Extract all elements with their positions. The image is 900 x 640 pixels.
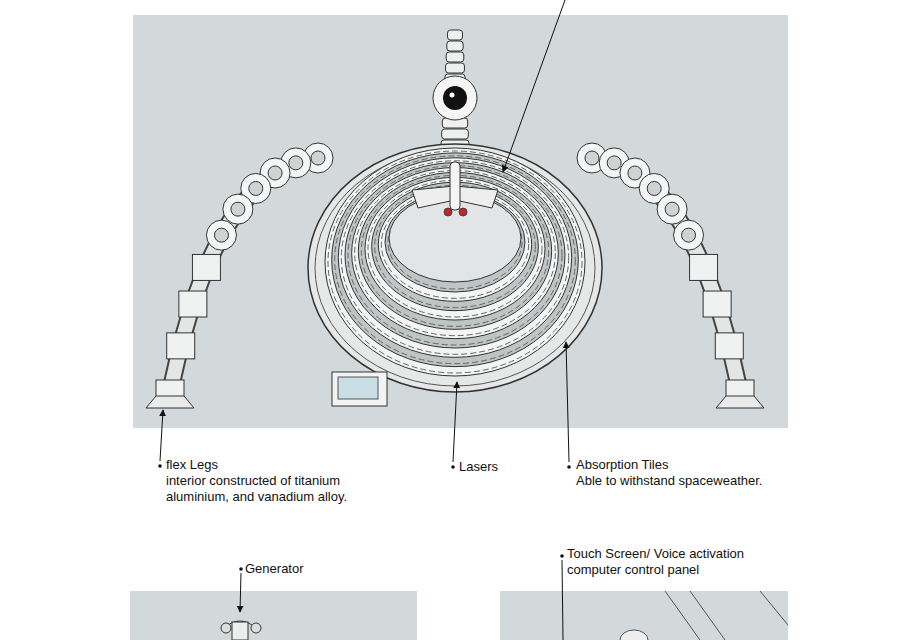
callout-label: interior constructed of titanium alumini… <box>166 473 371 505</box>
callout-label: Generator <box>245 561 365 577</box>
generator-box <box>332 372 387 406</box>
control-sketch <box>620 591 788 640</box>
flex-legs <box>146 143 764 408</box>
generator-panel <box>130 591 417 640</box>
control-panel <box>500 591 788 640</box>
ship <box>412 162 498 216</box>
tube <box>308 144 602 392</box>
callout-label: Able to withstand spaceweather. <box>576 473 806 489</box>
top-panel <box>133 15 788 428</box>
callout-label: Touch Screen/ Voice activation computer … <box>567 546 782 578</box>
callout-label: flex Legs <box>166 457 366 473</box>
spine <box>433 30 477 150</box>
bullets <box>158 464 571 571</box>
callout-label: Lasers <box>459 459 559 475</box>
generator-sketch <box>221 621 261 640</box>
callout-label: Absorption Tiles <box>576 457 806 473</box>
leader-lines <box>160 0 569 640</box>
